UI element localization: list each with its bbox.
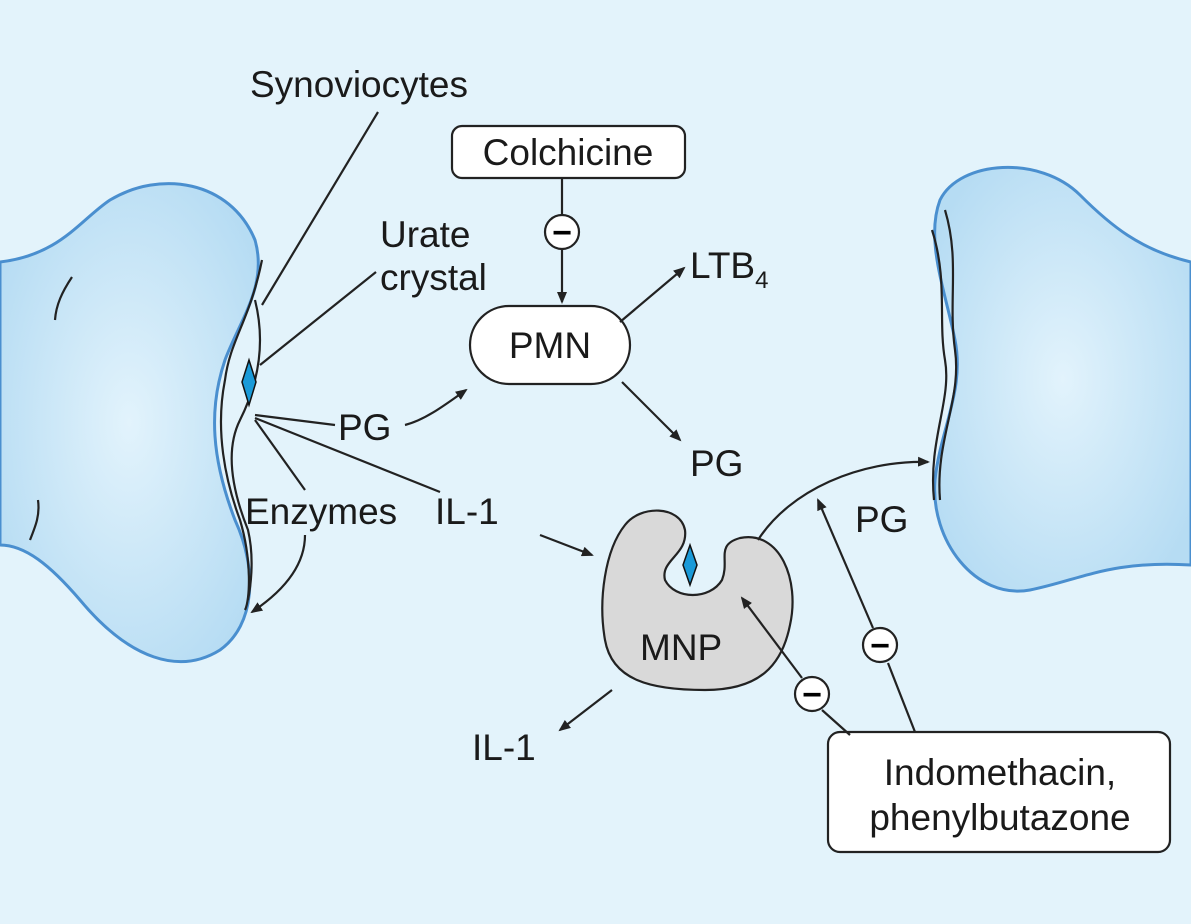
nsaid-label-line1: Indomethacin,: [884, 752, 1116, 793]
synovium-left-inner: [230, 299, 262, 601]
nsaid-to-mnp-arrow: [740, 596, 803, 679]
urate-crystal-left: [241, 357, 257, 408]
urate-label-line1: Urate: [380, 214, 470, 255]
mnp-to-bone-pg-arrow: [757, 456, 930, 541]
crystal-to-pg-line: [254, 413, 336, 427]
crystal-to-enzymes-line: [254, 419, 306, 491]
bone-mark: [28, 499, 40, 541]
synoviocytes-pointer: [261, 111, 379, 306]
left-bone: [0, 182, 260, 664]
pmn-to-pg-arrow: [621, 381, 682, 442]
il1-mid-label: IL-1: [435, 491, 499, 532]
mnp-to-il1-arrow: [558, 689, 613, 732]
synoviocytes-label: Synoviocytes: [250, 64, 468, 105]
svg-text:−: −: [552, 214, 572, 252]
synovium-right: [938, 209, 958, 501]
colchicine-box: Colchicine: [450, 124, 687, 180]
synovium-right-inner: [930, 229, 948, 501]
nsaid-label-line2: phenylbutazone: [869, 797, 1130, 838]
pmn-node: PMN: [468, 304, 632, 386]
right-bone: [933, 166, 1191, 593]
pg-to-pmn-arrow: [404, 388, 468, 427]
urate-label-line2: crystal: [380, 257, 487, 298]
inhibit-icon: −: [543, 213, 581, 252]
colchicine-label: Colchicine: [483, 132, 654, 173]
nsaid-to-mnp-line: [821, 709, 851, 736]
svg-text:−: −: [802, 676, 822, 714]
ltb4-label: LTB4: [690, 245, 768, 294]
nsaid-to-pg-arrow: [816, 498, 875, 629]
il1-to-mnp-arrow: [539, 533, 594, 557]
mnp-label: MNP: [640, 627, 722, 668]
svg-text:−: −: [870, 627, 890, 665]
bone-mark: [53, 276, 73, 321]
urate-pointer: [259, 271, 377, 366]
pmn-label: PMN: [509, 325, 591, 366]
indomethacin-box: Indomethacin, phenylbutazone: [826, 730, 1172, 854]
urate-crystal-mnp: [682, 542, 698, 588]
synovium-left: [219, 259, 264, 611]
inhibit-icon: −: [793, 675, 831, 714]
crystal-to-il1-line: [254, 416, 441, 494]
enzymes-to-bone-arrow: [250, 534, 307, 614]
mnp-cell: [601, 509, 794, 692]
pg-from-pmn-label: PG: [690, 443, 743, 484]
inhibit-icon: −: [861, 626, 899, 665]
il1-bottom-label: IL-1: [472, 727, 536, 768]
pmn-to-ltb4-arrow: [619, 266, 686, 323]
enzymes-label: Enzymes: [245, 491, 397, 532]
nsaid-to-pg-line: [886, 662, 917, 733]
pg-right-label: PG: [855, 499, 908, 540]
pg-left-label: PG: [338, 407, 391, 448]
